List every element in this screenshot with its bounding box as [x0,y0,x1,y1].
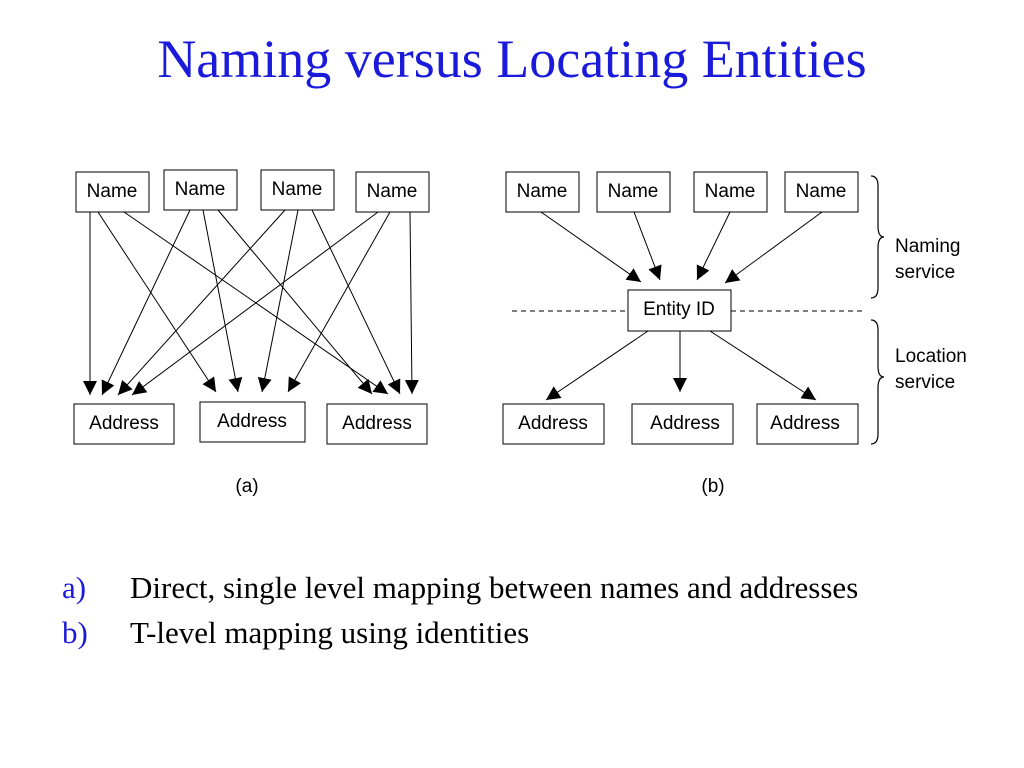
svg-text:Name: Name [272,179,323,200]
location-service-label-line-2: service [895,372,955,393]
list-item: b) T-level mapping using identities [62,615,962,650]
naming-service-brace [870,175,885,299]
diagram-a-name-2: Name [163,169,238,211]
list-item-text: Direct, single level mapping between nam… [130,570,859,605]
diagram-a-address-2: Address [199,401,306,443]
diagram-b-name-3: Name [693,171,768,213]
diagram-a-address-3: Address [326,403,428,445]
list-marker: b) [62,615,88,650]
svg-text:Name: Name [705,181,756,202]
diagram-b-address-2: Address [631,403,734,445]
diagram-b-name-2: Name [596,171,671,213]
list-item: a) Direct, single level mapping between … [62,570,962,605]
diagram-a-name-4: Name [355,171,430,213]
naming-service-label-line-2: service [895,262,955,283]
svg-text:Address: Address [650,413,720,434]
diagram-a-name-3: Name [260,169,335,211]
svg-text:Name: Name [517,181,568,202]
naming-service-label-line-1: Naming [895,236,960,257]
diagram-b-name-4: Name [784,171,859,213]
explanation-list: a) Direct, single level mapping between … [62,570,962,660]
svg-text:Address: Address [342,413,412,434]
diagram-a-name-1: Name [75,171,150,213]
svg-text:Address: Address [217,411,287,432]
svg-text:Name: Name [175,179,226,200]
svg-text:Name: Name [796,181,847,202]
svg-text:Address: Address [89,413,159,434]
diagram-b-name-1: Name [505,171,580,213]
list-item-text: T-level mapping using identities [130,615,530,650]
svg-text:Name: Name [608,181,659,202]
diagram-b-caption: (b) [701,476,724,497]
diagram-a-address-1: Address [73,403,175,445]
diagram-b-address-3: Address [756,403,859,445]
svg-text:Address: Address [518,413,588,434]
svg-text:Name: Name [367,181,418,202]
diagram-b-edges [540,211,823,401]
location-service-label-line-1: Location [895,346,967,367]
entity-id-box: Entity ID [627,289,732,332]
diagram-b-address-1: Address [502,403,605,445]
diagram-a-caption: (a) [235,476,258,497]
list-marker: a) [62,570,87,605]
diagram-a-edges [83,209,419,396]
svg-text:Entity ID: Entity ID [643,299,715,320]
svg-text:Address: Address [770,413,840,434]
slide-title: Naming versus Locating Entities [157,29,867,89]
location-service-brace [870,319,885,445]
svg-text:Name: Name [87,181,138,202]
